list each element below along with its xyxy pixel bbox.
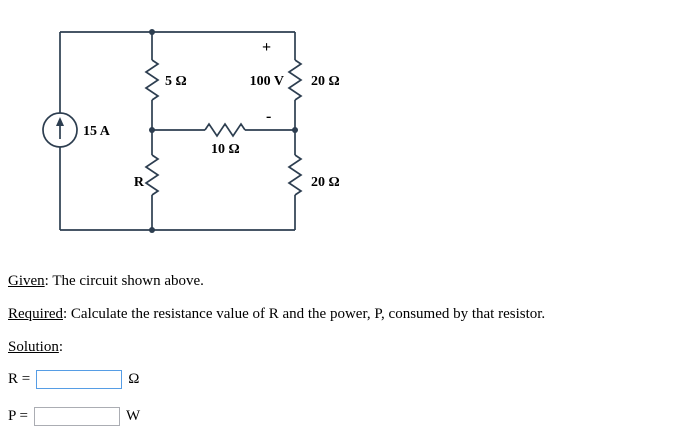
required-text: : Calculate the resistance value of R an… [62, 306, 546, 322]
power-answer-row: P = W [8, 407, 140, 426]
resistor-20ohm-bottom [287, 154, 303, 196]
circuit-diagram: 15 A 5 Ω 20 Ω + 100 V - 10 Ω R 20 Ω [42, 29, 340, 233]
solution-label: Solution [8, 339, 59, 355]
solution-colon: : [58, 339, 64, 355]
voltage-minus-sign: - [266, 108, 271, 125]
resistance-input[interactable] [36, 370, 123, 389]
current-source-arrow-head [56, 117, 64, 126]
voltage-plus-sign: + [262, 39, 271, 56]
resistance-unit: Ω [128, 371, 140, 387]
required-label: Required [8, 306, 63, 322]
resistor-10ohm [204, 122, 246, 138]
node-middle-right [292, 127, 298, 133]
resistor-R [144, 154, 160, 196]
given-label: Given [8, 273, 45, 289]
resistance-answer-row: R = Ω [8, 370, 139, 389]
given-line: Given: The circuit shown above. [8, 273, 204, 290]
required-line: Required: Calculate the resistance value… [8, 306, 545, 323]
resistor-20ohm-bottom-label: 20 Ω [311, 175, 340, 190]
resistor-5ohm [144, 59, 160, 101]
power-prefix: P = [8, 408, 28, 424]
power-unit: W [126, 408, 141, 424]
resistance-prefix: R = [8, 371, 31, 387]
resistor-10ohm-label: 10 Ω [211, 142, 240, 157]
resistor-20ohm-top [287, 59, 303, 101]
power-input[interactable] [34, 407, 120, 426]
resistor-20ohm-top-label: 20 Ω [311, 74, 340, 89]
node-top-middle [149, 29, 155, 35]
given-text: : The circuit shown above. [44, 273, 204, 289]
current-source-label: 15 A [83, 124, 111, 139]
resistor-5ohm-label: 5 Ω [165, 74, 187, 89]
voltage-label: 100 V [250, 74, 284, 89]
resistor-R-label: R [134, 175, 145, 190]
node-center [149, 127, 155, 133]
solution-line: Solution: [8, 339, 63, 356]
current-source [42, 112, 78, 148]
node-bottom-middle [149, 227, 155, 233]
